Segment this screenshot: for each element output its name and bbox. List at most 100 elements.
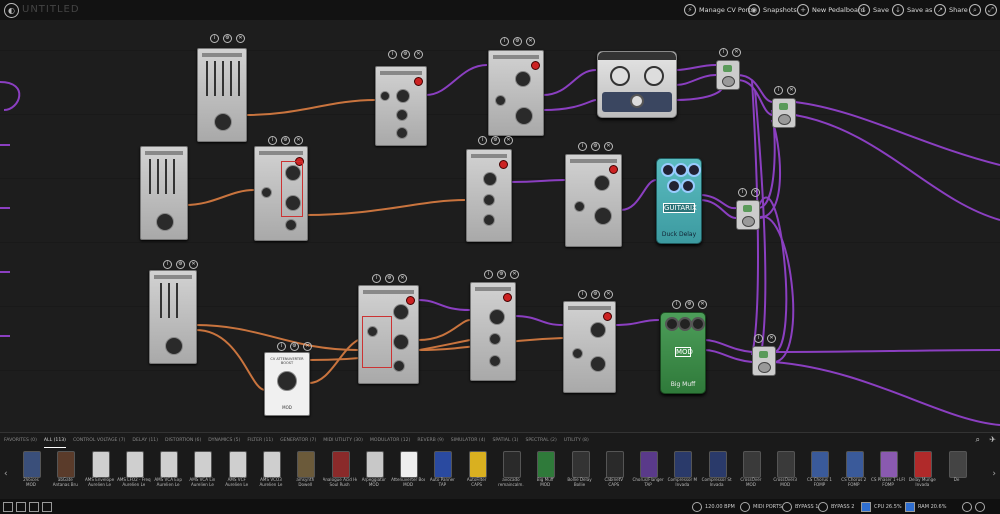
pedal-gain-switch[interactable] xyxy=(716,60,740,90)
trash-icon[interactable]: ✕ xyxy=(698,300,707,309)
plugin-controls[interactable]: i⚙✕ xyxy=(484,270,519,279)
category-tab[interactable]: FILTER (11) xyxy=(247,438,274,443)
info-icon[interactable]: i xyxy=(774,86,783,95)
plugin-controls[interactable]: i⚙✕ xyxy=(478,136,513,145)
settings-icon[interactable] xyxy=(975,502,985,512)
pedal-caps-phaser[interactable] xyxy=(597,51,677,118)
category-tab[interactable]: DYNAMICS (5) xyxy=(208,438,241,443)
plugin-controls[interactable]: i✕ xyxy=(738,188,760,197)
trash-icon[interactable]: ✕ xyxy=(303,342,312,351)
plugin-ams-vco-3[interactable] xyxy=(563,301,616,393)
manage-cv-ports-button[interactable]: ⚡Manage CV Ports xyxy=(684,0,754,20)
category-tab[interactable]: DELAY (11) xyxy=(132,438,158,443)
trash-icon[interactable]: ✕ xyxy=(787,86,796,95)
info-icon[interactable]: i xyxy=(578,290,587,299)
pedal-guitarix-duck-delay[interactable]: GUITARIX Duck Delay xyxy=(656,158,702,244)
save-button[interactable]: ↓Save xyxy=(858,0,889,20)
info-icon[interactable]: i xyxy=(672,300,681,309)
trash-icon[interactable]: ✕ xyxy=(189,260,198,269)
pin-icon[interactable]: ✈ xyxy=(989,435,996,444)
gear-icon[interactable]: ⚙ xyxy=(591,142,600,151)
trash-icon[interactable]: ✕ xyxy=(510,270,519,279)
bpm-display[interactable]: 120.00 BPM xyxy=(692,502,735,512)
info-icon[interactable]: i xyxy=(500,37,509,46)
fullscreen-button[interactable]: ⤢ xyxy=(985,0,997,20)
mod-logo-icon[interactable]: ◐ xyxy=(4,3,19,18)
plugin-controls[interactable]: i✕ xyxy=(774,86,796,95)
category-tab[interactable]: REVERB (9) xyxy=(417,438,444,443)
category-tab[interactable]: UTILITY (8) xyxy=(563,438,589,443)
plugin-controls[interactable]: i⚙✕ xyxy=(388,50,423,59)
bypass2-button[interactable]: BYPASS 2 xyxy=(818,502,854,512)
gear-icon[interactable]: ⚙ xyxy=(491,136,500,145)
info-icon[interactable]: i xyxy=(388,50,397,59)
plugin-ams-vca-3[interactable] xyxy=(470,282,516,381)
gear-icon[interactable]: ⚙ xyxy=(176,260,185,269)
camera-icon[interactable] xyxy=(16,502,26,512)
category-tab[interactable]: GENERATOR (7) xyxy=(280,438,317,443)
gear-icon[interactable]: ⚙ xyxy=(401,50,410,59)
info-icon[interactable]: i xyxy=(578,142,587,151)
bypass1-button[interactable]: BYPASS 1 xyxy=(782,502,818,512)
pedal-mixer-switch[interactable] xyxy=(772,98,796,128)
plugin-controls[interactable]: i⚙✕ xyxy=(578,290,613,299)
trash-icon[interactable]: ✕ xyxy=(732,48,741,57)
folder-icon[interactable] xyxy=(3,502,13,512)
trash-icon[interactable]: ✕ xyxy=(767,334,776,343)
trash-icon[interactable]: ✕ xyxy=(751,188,760,197)
trash-icon[interactable]: ✕ xyxy=(526,37,535,46)
zoom-button[interactable]: ⌕ xyxy=(969,0,981,20)
plugin-ams-vcf-2[interactable] xyxy=(358,285,419,384)
info-icon[interactable]: i xyxy=(719,48,728,57)
trash-icon[interactable]: ✕ xyxy=(604,290,613,299)
info-icon[interactable]: i xyxy=(163,260,172,269)
pedal-big-muff[interactable]: MOD Big Muff xyxy=(660,312,706,394)
network-icon[interactable] xyxy=(962,502,972,512)
info-icon[interactable]: i xyxy=(478,136,487,145)
pedal-mixer-switch-2[interactable] xyxy=(752,346,776,376)
gear-icon[interactable]: ⚙ xyxy=(385,274,394,283)
plugin-controls[interactable]: i⚙✕ xyxy=(500,37,535,46)
gear-icon[interactable]: ⚙ xyxy=(497,270,506,279)
plugin-controls[interactable]: i✕ xyxy=(719,48,741,57)
new-pedalboard-button[interactable]: +New Pedalboard xyxy=(797,0,865,20)
plugin-ams-envelope[interactable] xyxy=(197,48,247,142)
plugin-ams-envelope-2[interactable] xyxy=(140,146,188,240)
plugin-ams-vco-2[interactable] xyxy=(565,154,622,247)
plugin-controls[interactable]: i⚙✕ xyxy=(672,300,707,309)
files-icon[interactable] xyxy=(29,502,39,512)
info-icon[interactable]: i xyxy=(738,188,747,197)
gear-icon[interactable]: ⚙ xyxy=(223,34,232,43)
plugin-list-item[interactable]: De xyxy=(940,451,974,499)
category-tab[interactable]: SPATIAL (1) xyxy=(492,438,519,443)
share-button[interactable]: ↗Share xyxy=(934,0,968,20)
category-tab[interactable]: MIDI UTILITY (30) xyxy=(323,438,363,443)
save-as-button[interactable]: ↓Save as xyxy=(892,0,932,20)
info-icon[interactable]: i xyxy=(277,342,286,351)
scroll-left-icon[interactable]: ‹ xyxy=(4,469,8,479)
plugin-controls[interactable]: i⚙✕ xyxy=(268,136,303,145)
info-icon[interactable]: i xyxy=(210,34,219,43)
trash-icon[interactable]: ✕ xyxy=(604,142,613,151)
